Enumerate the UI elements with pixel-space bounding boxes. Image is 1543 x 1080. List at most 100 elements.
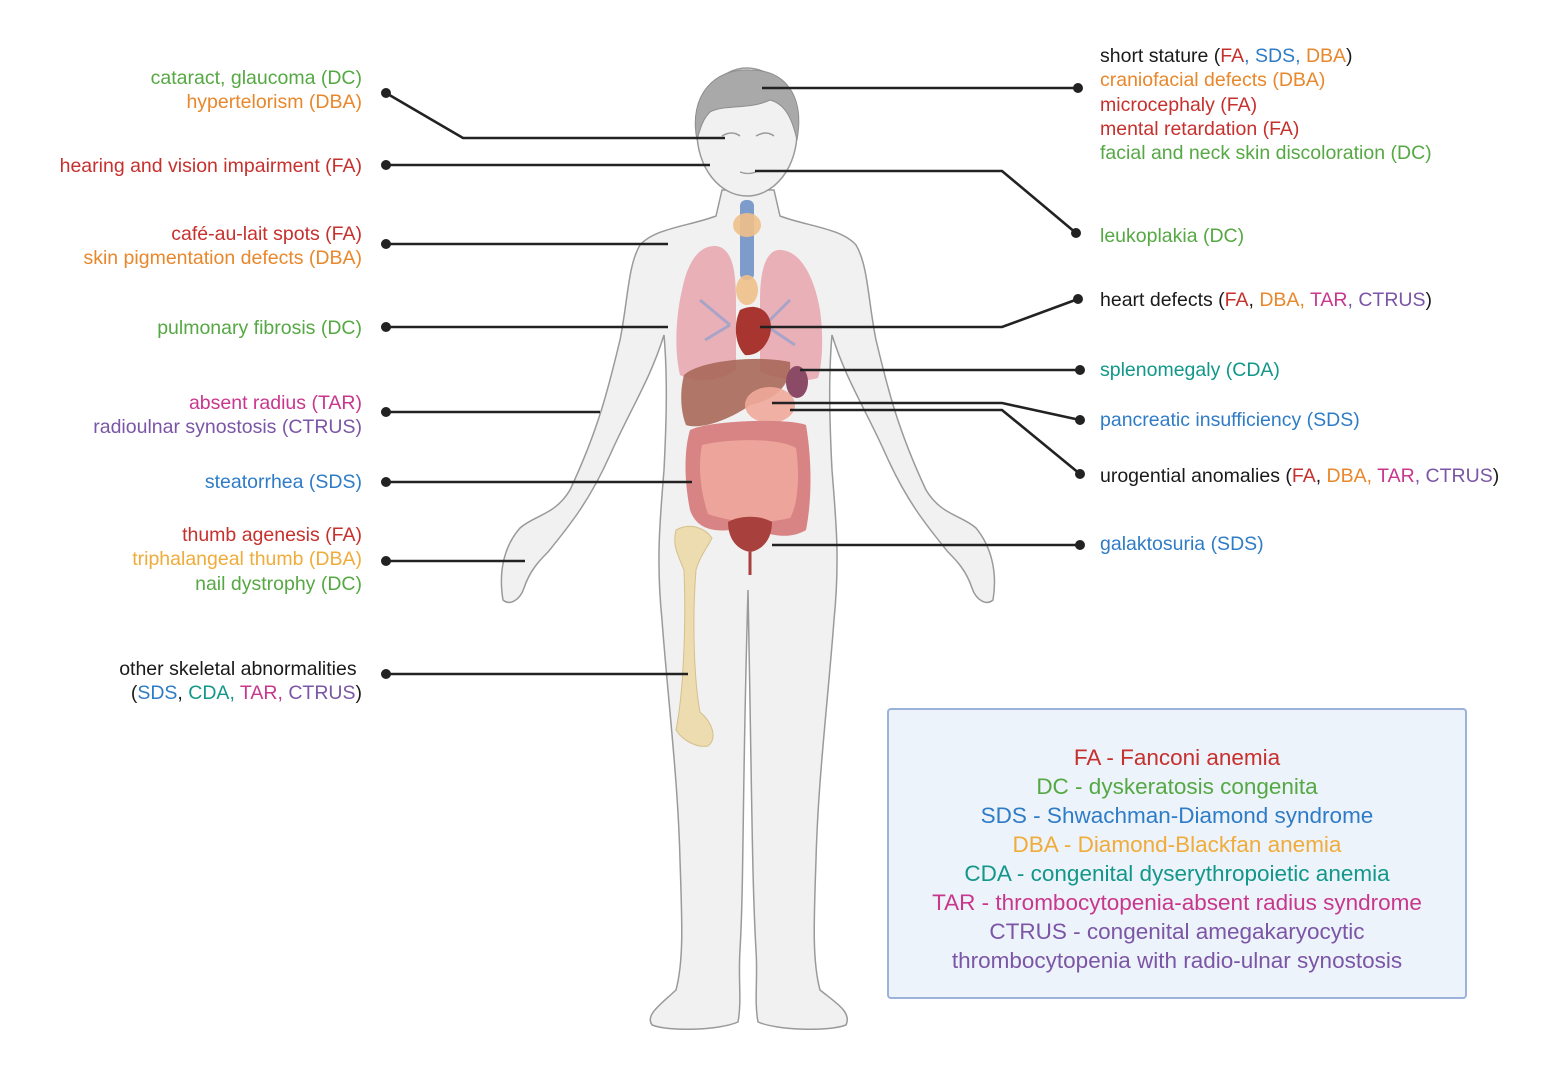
label-text: pancreatic insufficiency (SDS) bbox=[1100, 409, 1360, 431]
label-text: facial and neck skin discoloration (DC) bbox=[1100, 142, 1432, 165]
label-text: pulmonary fibrosis (DC) bbox=[157, 317, 362, 339]
mouth-leader-line bbox=[755, 169, 1077, 234]
femur bbox=[674, 525, 714, 747]
abbreviation-legend: FA - Fanconi anemia DC - dyskeratosis con… bbox=[887, 708, 1467, 999]
head-dot bbox=[1073, 83, 1083, 93]
label-text: ) bbox=[1492, 465, 1500, 487]
label-text: skin pigmentation defects (DBA) bbox=[83, 247, 362, 270]
label-text: , bbox=[1414, 465, 1426, 487]
label-text: TAR bbox=[1377, 465, 1415, 487]
label-text: ) bbox=[1425, 289, 1433, 311]
legend-entry: CTRUS - congenital amegakaryocytic bbox=[989, 919, 1365, 944]
label-text: , bbox=[177, 682, 189, 705]
label-pancreas: pancreatic insufficiency (SDS) bbox=[1100, 408, 1360, 432]
label-text: short stature ( bbox=[1100, 45, 1221, 67]
label-line: radioulnar synostosis (CTRUS) bbox=[93, 415, 362, 439]
stomach bbox=[745, 387, 795, 423]
label-line: facial and neck skin discoloration (DC) bbox=[1100, 141, 1432, 165]
label-text: FA bbox=[1224, 289, 1249, 311]
label-line: steatorrhea (SDS) bbox=[205, 470, 362, 494]
label-line: (SDS, CDA, TAR, CTRUS) bbox=[119, 681, 362, 705]
radius-dot bbox=[381, 407, 391, 417]
label-text: steatorrhea (SDS) bbox=[204, 471, 362, 493]
label-text: CTRUS bbox=[288, 682, 356, 705]
label-text: CTRUS bbox=[1425, 465, 1493, 487]
label-text: radioulnar synostosis (CTRUS) bbox=[93, 416, 362, 439]
label-line: hypertelorism (DBA) bbox=[151, 90, 362, 114]
eyes-dot bbox=[381, 88, 391, 98]
legend-entry: SDS - Shwachman-Diamond syndrome bbox=[980, 803, 1374, 828]
label-line: heart defects (FA, DBA, TAR, CTRUS) bbox=[1100, 288, 1432, 312]
label-text: , bbox=[1347, 289, 1359, 311]
label-steatorrhea: steatorrhea (SDS) bbox=[205, 470, 362, 494]
label-line: urogential anomalies (FA, DBA, TAR, CTRU… bbox=[1100, 464, 1499, 488]
liver bbox=[681, 358, 791, 427]
label-text: DBA bbox=[1305, 45, 1347, 67]
thumb-dot bbox=[381, 556, 391, 566]
spleen bbox=[786, 366, 808, 398]
label-text: hearing and vision impairment (FA) bbox=[59, 155, 362, 177]
label-text: , bbox=[1315, 465, 1327, 487]
bladder bbox=[728, 516, 772, 552]
label-text: triphalangeal thumb (DBA) bbox=[132, 548, 362, 571]
label-text: , bbox=[1244, 45, 1255, 67]
legend-entry: FA - Fanconi anemia bbox=[1073, 745, 1281, 770]
label-text: , bbox=[1295, 45, 1306, 67]
label-text: ( bbox=[130, 682, 138, 705]
legend-entry: CDA - congenital dyserythropoietic anemi… bbox=[964, 861, 1390, 886]
label-text: CTRUS bbox=[1358, 289, 1426, 311]
label-text: cataract, glaucoma (DC) bbox=[150, 67, 362, 89]
legend-entry: TAR - thrombocytopenia-absent radius syn… bbox=[932, 890, 1422, 915]
urogenital-leader-line bbox=[790, 408, 1081, 476]
label-text: DBA bbox=[1326, 465, 1367, 487]
label-text: thumb agenesis (FA) bbox=[182, 524, 362, 546]
label-text: hypertelorism (DBA) bbox=[186, 91, 362, 114]
label-text: DBA bbox=[1259, 289, 1300, 311]
label-line: short stature (FA, SDS, DBA) bbox=[1100, 44, 1432, 68]
label-text: galaktosuria (SDS) bbox=[1100, 533, 1264, 555]
heart-leader-line bbox=[760, 297, 1079, 329]
heart-dot bbox=[1073, 294, 1083, 304]
label-text: absent radius (TAR) bbox=[188, 392, 362, 414]
label-text: TAR bbox=[239, 682, 278, 705]
urogenital-dot bbox=[1075, 469, 1085, 479]
label-text: SDS bbox=[137, 682, 178, 705]
label-line: craniofacial defects (DBA) bbox=[1100, 68, 1432, 92]
mouth-dot bbox=[1071, 228, 1081, 238]
label-line: mental retardation (FA) bbox=[1100, 117, 1432, 141]
label-line: café-au-lait spots (FA) bbox=[83, 222, 362, 246]
eyes-leader-line bbox=[385, 91, 725, 140]
label-text: ) bbox=[355, 682, 363, 705]
lungs-dot bbox=[381, 322, 391, 332]
label-line: other skeletal abnormalities bbox=[119, 657, 362, 681]
pancreas-dot bbox=[1075, 415, 1085, 425]
spleen-dot bbox=[1075, 365, 1085, 375]
label-skin: café-au-lait spots (FA)skin pigmentation… bbox=[83, 222, 362, 271]
skin-dot bbox=[381, 239, 391, 249]
label-text: urogential anomalies ( bbox=[1100, 465, 1292, 487]
label-line: splenomegaly (CDA) bbox=[1100, 358, 1280, 382]
label-text: other skeletal abnormalities bbox=[119, 658, 362, 680]
label-radius: absent radius (TAR)radioulnar synostosis… bbox=[93, 391, 362, 440]
label-mouth: leukoplakia (DC) bbox=[1100, 224, 1244, 248]
legend-entry: thrombocytopenia with radio-ulnar synost… bbox=[951, 948, 1403, 973]
label-bladder: galaktosuria (SDS) bbox=[1100, 532, 1264, 556]
legend-entry: DBA - Diamond-Blackfan anemia bbox=[1012, 832, 1342, 857]
left-lung bbox=[760, 249, 823, 381]
ears-dot bbox=[381, 160, 391, 170]
label-text: heart defects ( bbox=[1100, 289, 1225, 311]
label-line: cataract, glaucoma (DC) bbox=[151, 66, 362, 90]
pancreas-leader-line bbox=[772, 401, 1081, 422]
label-text: , bbox=[1248, 289, 1260, 311]
label-line: absent radius (TAR) bbox=[93, 391, 362, 415]
label-text: FA bbox=[1220, 45, 1245, 67]
right-lung bbox=[676, 245, 736, 381]
label-eyes: cataract, glaucoma (DC)hypertelorism (DB… bbox=[151, 66, 362, 115]
label-text: , bbox=[1366, 465, 1378, 487]
legend-entry: DC - dyskeratosis congenita bbox=[1036, 774, 1318, 799]
label-text: FA bbox=[1291, 465, 1316, 487]
label-text: café-au-lait spots (FA) bbox=[171, 223, 362, 245]
leader-lines bbox=[381, 83, 1085, 679]
organs bbox=[674, 200, 823, 747]
